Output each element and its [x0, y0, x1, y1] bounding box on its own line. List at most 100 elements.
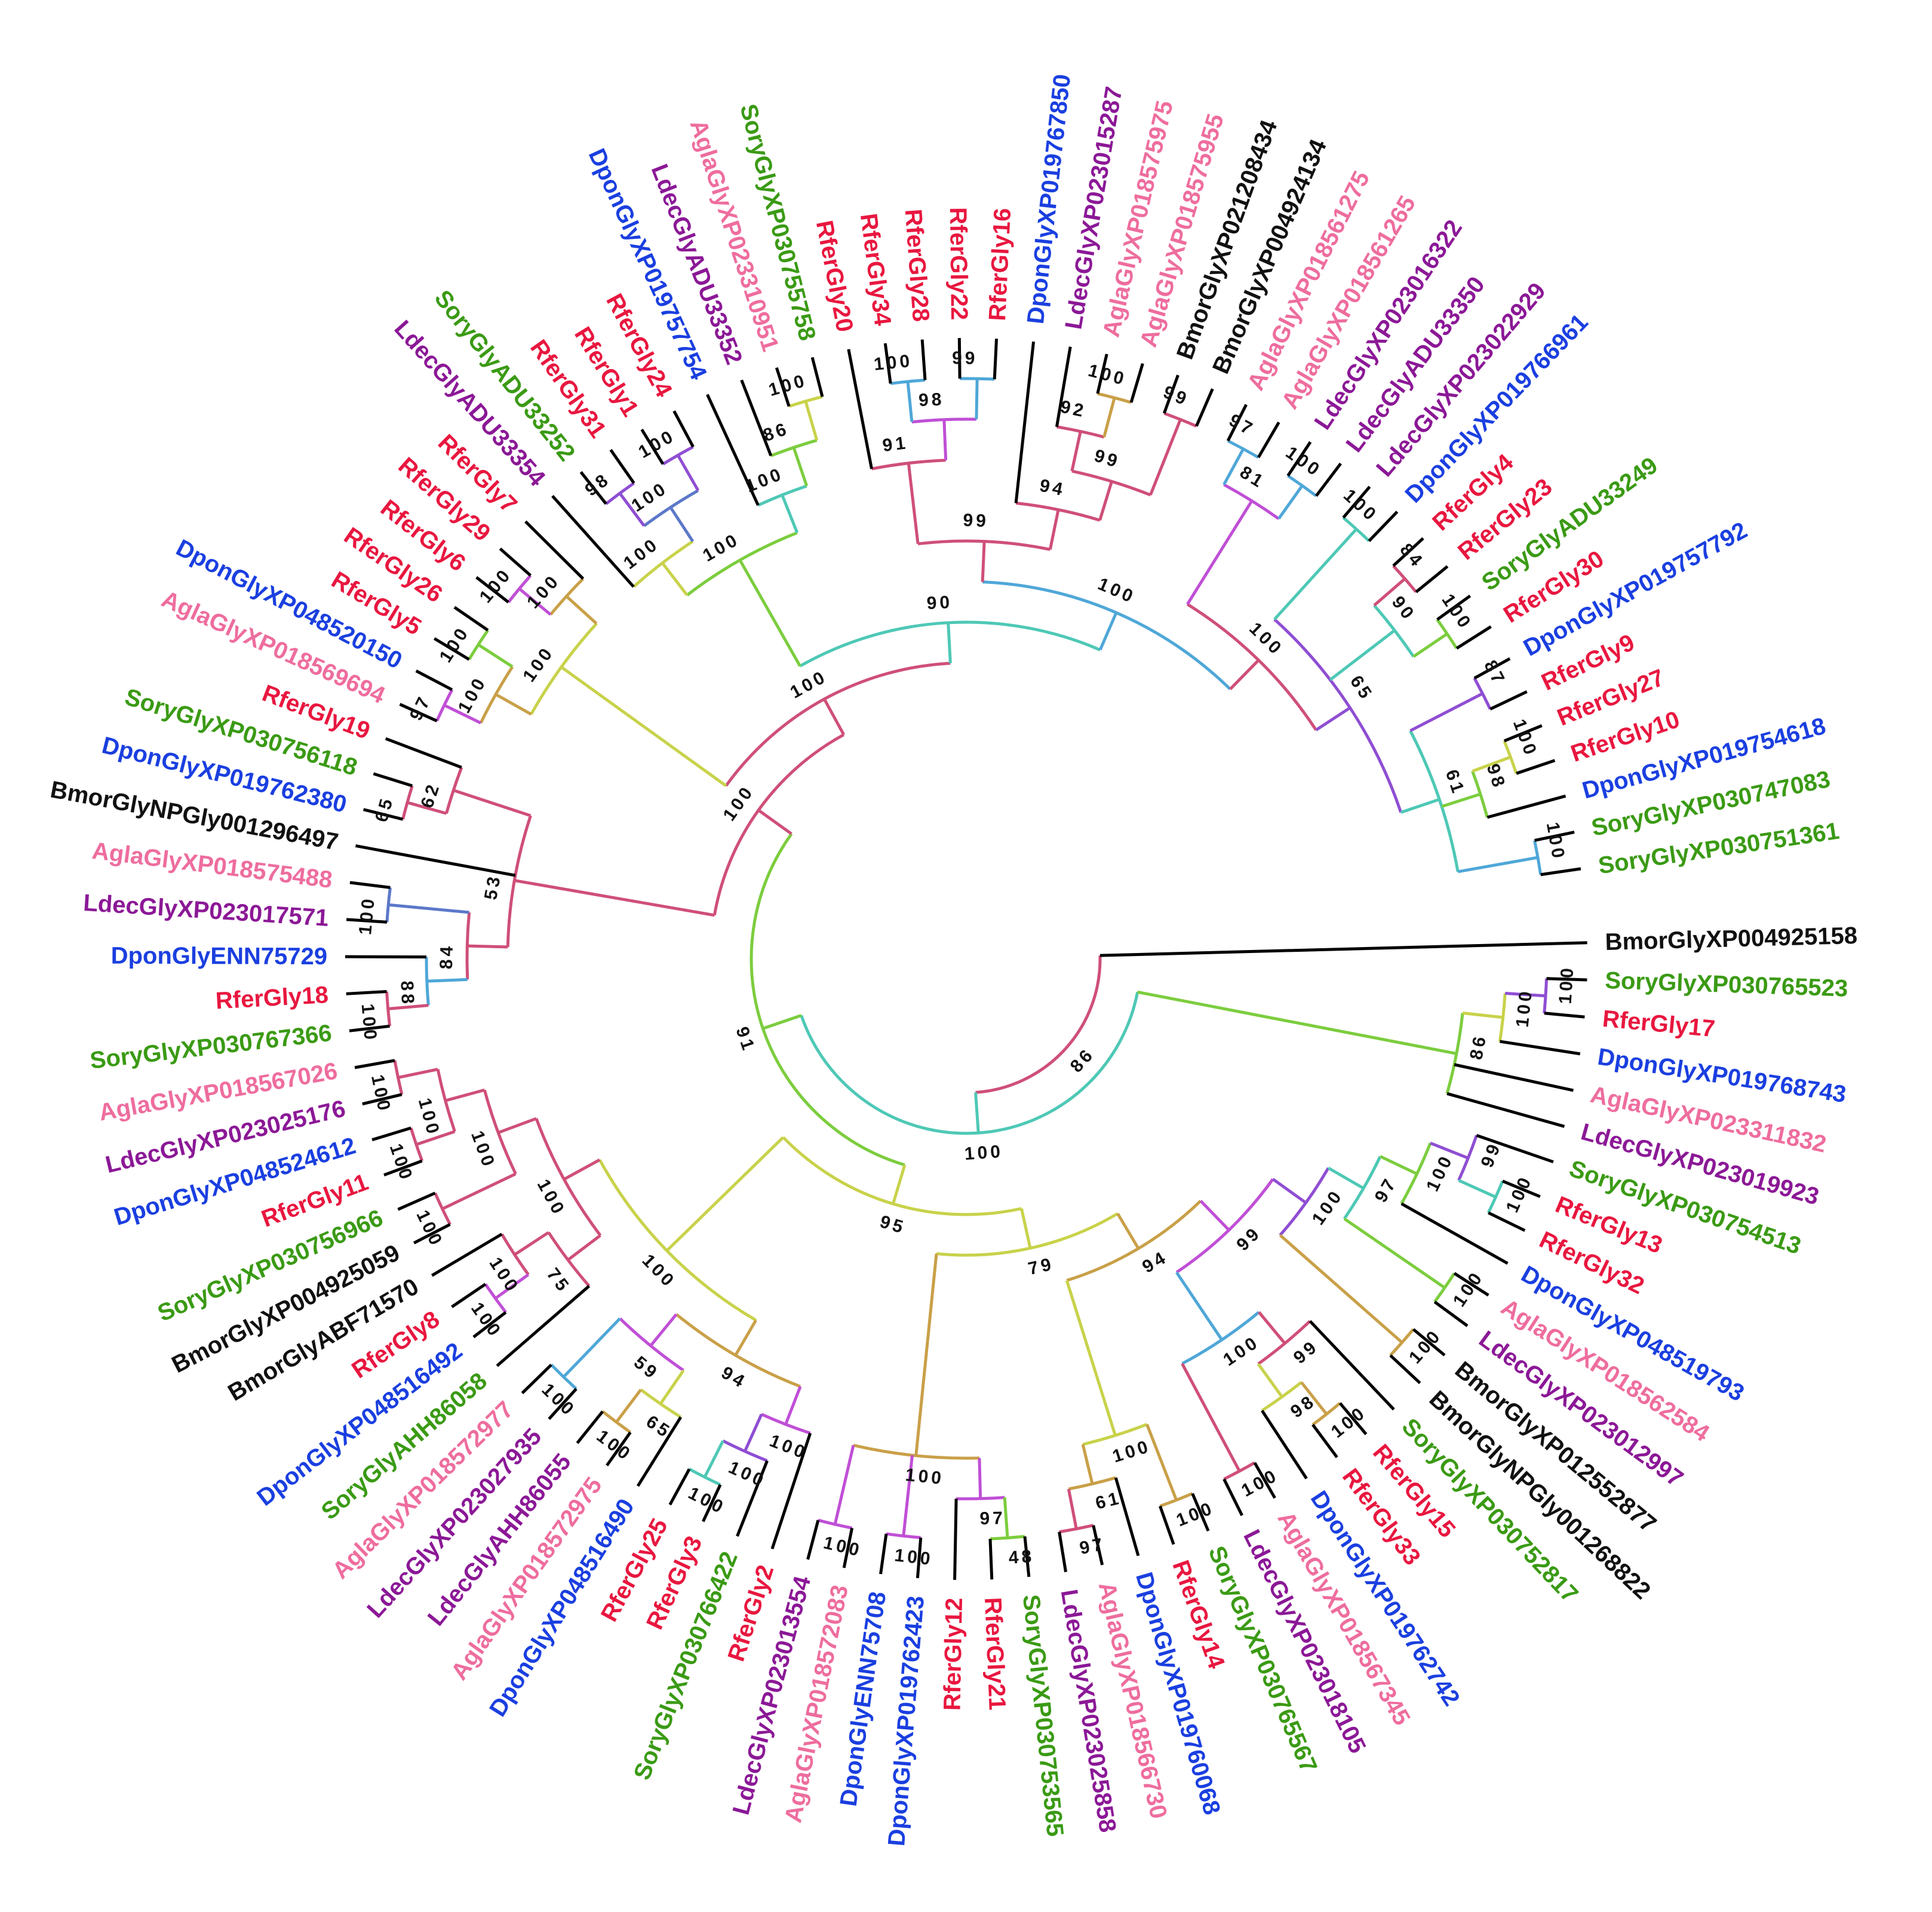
- leaf-branch: [1473, 657, 1511, 680]
- clade-arc: [1227, 439, 1260, 459]
- bootstrap-value: 94: [1038, 476, 1067, 500]
- internal-branch: [1145, 1424, 1178, 1501]
- clade-arc: [1498, 993, 1507, 1042]
- internal-branch: [562, 1317, 621, 1378]
- leaf-label: DponGlyXP019762423: [883, 1595, 929, 1847]
- clade-arc: [1066, 1200, 1202, 1282]
- clade-arc: [1473, 677, 1492, 710]
- leaf-branch: [1436, 594, 1472, 621]
- clade-arc: [990, 1535, 1025, 1541]
- internal-branch: [902, 1455, 914, 1536]
- leaf-labels: BmorGlyXP004925158SoryGlyXP030765523Rfer…: [48, 73, 1858, 1847]
- clade-arc: [435, 688, 454, 722]
- bootstrap-value: 61: [1094, 1488, 1123, 1513]
- leaf-branch: [740, 379, 773, 457]
- leaf-branch: [1446, 1092, 1565, 1128]
- clade-arc: [936, 1212, 1119, 1257]
- bootstrap-value: 100: [1543, 820, 1569, 862]
- leaf-branch: [524, 520, 585, 580]
- leaf-branch: [810, 356, 824, 397]
- bootstrap-value: 97: [979, 1508, 1006, 1529]
- internal-branch: [1065, 1280, 1117, 1436]
- internal-branch: [1070, 431, 1082, 472]
- bootstrap-value: 100: [767, 1431, 810, 1463]
- leaf-label: SoryGlyXP030765523: [1605, 967, 1848, 1002]
- bootstrap-value: 100: [699, 530, 743, 566]
- internal-branch: [615, 1388, 643, 1424]
- bootstrap-value: 98: [582, 469, 614, 500]
- leaf-branch: [1540, 867, 1581, 877]
- internal-branch: [1279, 1234, 1403, 1344]
- leaf-label: RferGly17: [1601, 1006, 1716, 1042]
- clade-arc: [1287, 474, 1317, 497]
- internal-branch: [978, 1458, 982, 1499]
- clade-arc: [401, 785, 414, 820]
- internal-branch: [1102, 397, 1116, 438]
- internal-branch: [443, 703, 482, 724]
- clade-arc: [506, 815, 532, 947]
- internal-branch: [649, 1313, 678, 1347]
- leaf-branch: [1392, 537, 1424, 567]
- leaf-branch: [953, 1498, 958, 1580]
- leaf-branch: [1253, 1462, 1276, 1499]
- internal-branch: [975, 379, 979, 420]
- clade-arc: [675, 1313, 801, 1388]
- leaf-branch: [346, 918, 388, 924]
- internal-branch: [494, 693, 532, 716]
- leaf-branch: [579, 471, 607, 505]
- internal-branch: [1149, 419, 1182, 496]
- internal-branch: [1257, 1363, 1283, 1398]
- bootstrap-value: 100: [414, 1096, 444, 1138]
- internal-branch: [1472, 755, 1512, 773]
- leaf-branch: [383, 1159, 423, 1177]
- clade-arc: [549, 577, 585, 616]
- bootstrap-value: 100: [766, 371, 809, 401]
- internal-branch: [981, 541, 986, 582]
- bootstrap-value: 98: [1287, 1391, 1319, 1422]
- leaf-branch: [1476, 1134, 1554, 1164]
- bootstrap-value: 100: [1110, 1436, 1153, 1467]
- clade-arc: [975, 955, 1102, 1094]
- leaf-branch: [499, 547, 532, 577]
- bootstrap-value: 98: [918, 389, 945, 410]
- internal-branch: [1441, 792, 1481, 809]
- clade-arc: [465, 912, 471, 980]
- leaf-branch: [1195, 388, 1214, 427]
- leaf-branch: [883, 343, 892, 384]
- internal-branch: [1081, 1444, 1094, 1484]
- clade-arc: [799, 620, 1101, 668]
- bootstrap-value: 100: [964, 1142, 1004, 1164]
- clade-arc: [1486, 1181, 1504, 1214]
- bootstrap-value: 100: [1512, 988, 1536, 1028]
- leaf-branch: [354, 1059, 395, 1069]
- internal-branch: [453, 789, 532, 817]
- bootstrap-value: 90: [926, 592, 953, 613]
- clade-arc: [871, 459, 946, 471]
- leaf-branch: [1500, 1040, 1581, 1056]
- internal-branch: [397, 1068, 438, 1079]
- internal-branch: [669, 506, 695, 542]
- leaf-branch: [1546, 977, 1587, 982]
- leaf-branch: [606, 1431, 632, 1467]
- bootstrap-value: 99: [952, 348, 978, 368]
- leaf-branch: [548, 1388, 578, 1420]
- internal-branch: [1315, 706, 1351, 731]
- internal-branch: [1048, 509, 1060, 550]
- leaf-branch: [609, 448, 635, 484]
- bootstrap-value: 99: [1233, 1223, 1265, 1255]
- internal-branch: [1380, 1155, 1418, 1176]
- clade-arc: [982, 580, 1231, 690]
- bootstrap-value: 86: [1466, 1032, 1491, 1062]
- clade-arc: [643, 489, 699, 527]
- leaf-branch: [453, 605, 489, 632]
- leaf-branch: [672, 410, 695, 448]
- leaf-branch: [397, 1191, 436, 1211]
- leaf-branch: [576, 1410, 604, 1444]
- bootstrap-value: 100: [533, 1176, 569, 1220]
- leaf-branch: [1023, 1536, 1031, 1577]
- bootstrap-value: 84: [437, 943, 457, 969]
- leaf-label: LdecGlyXP023017571: [82, 890, 329, 932]
- leaf-label: RferGly21: [979, 1597, 1010, 1711]
- leaf-branch: [1433, 1301, 1469, 1327]
- bootstrap-value: 84: [1396, 540, 1427, 572]
